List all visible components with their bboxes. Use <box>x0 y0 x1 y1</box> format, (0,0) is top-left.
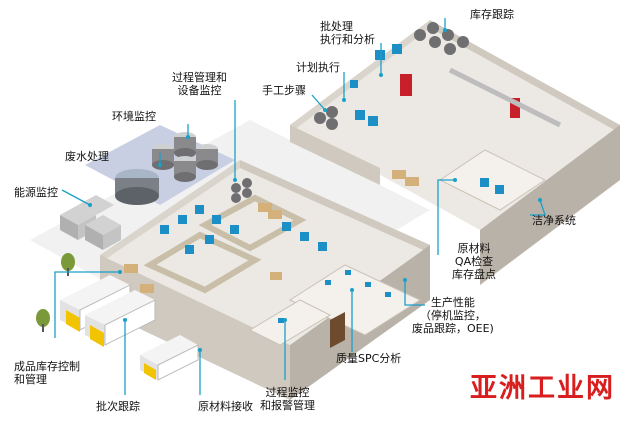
label-production-performance: 生产性能 （停机监控， 废品跟踪，OEE) <box>412 296 494 335</box>
label-quality-spc: 质量SPC分析 <box>336 352 402 365</box>
watermark-logo: 亚洲工业网 <box>470 373 615 404</box>
pipe-upper <box>448 67 562 128</box>
label-process-management: 过程管理和 设备监控 <box>172 71 227 97</box>
upper-tanks <box>314 22 469 130</box>
red-machines <box>400 74 520 118</box>
label-environment-monitoring: 环境监控 <box>112 110 156 123</box>
label-plan-execution: 计划执行 <box>296 61 340 74</box>
dark-tanks-main <box>231 178 252 203</box>
label-wastewater-treatment: 废水处理 <box>65 150 109 163</box>
label-batch-tracking: 批次跟踪 <box>96 400 140 413</box>
process-equipment <box>160 205 327 254</box>
energy-units <box>60 195 121 250</box>
label-inventory-tracking: 库存跟踪 <box>470 8 514 21</box>
label-raw-material-qa: 原材料 QA检查 库存盘点 <box>452 242 496 281</box>
label-energy-monitoring: 能源监控 <box>14 186 58 199</box>
upper-equipment <box>350 44 504 194</box>
label-manual-steps: 手工步骤 <box>262 84 306 97</box>
upper-building <box>290 20 620 285</box>
label-process-monitoring-alarm: 过程监控 和报警管理 <box>260 386 315 412</box>
wastewater-basin <box>115 169 159 205</box>
upper-pallets <box>392 170 419 186</box>
storage-tanks <box>152 132 218 182</box>
label-clean-system: 洁净系统 <box>532 214 576 227</box>
label-batch-processing: 批处理 执行和分析 <box>320 20 375 46</box>
workstations <box>278 270 391 323</box>
leader-dots <box>88 28 542 352</box>
pallets <box>124 203 282 293</box>
label-finished-goods: 成品库存控制 和管理 <box>14 360 80 386</box>
trucks <box>60 275 199 381</box>
warehouse-door <box>330 312 345 348</box>
label-raw-material-receiving: 原材料接收 <box>198 400 253 413</box>
